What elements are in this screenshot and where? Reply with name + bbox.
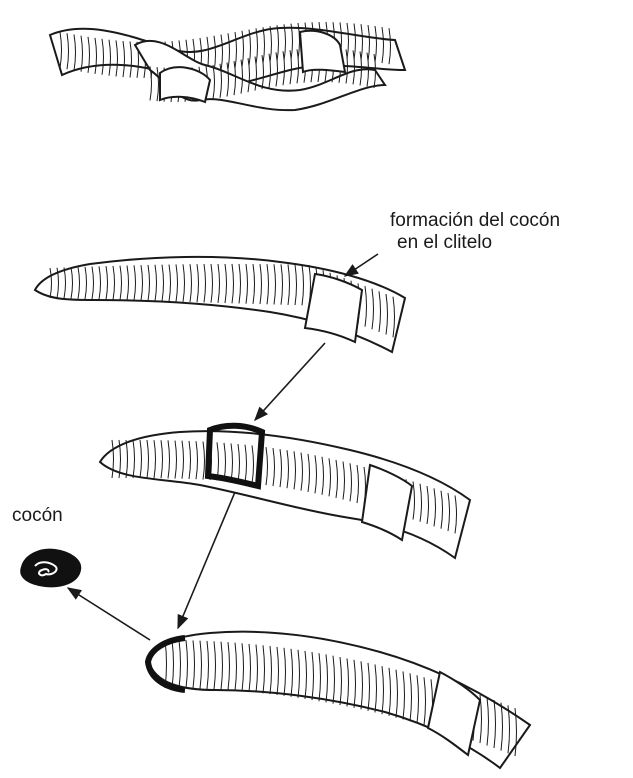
mating-clitellum-a — [160, 67, 210, 102]
worm-stage-2 — [100, 426, 470, 558]
arrow-stage-1-to-2 — [255, 343, 325, 420]
worm-stage-1 — [35, 257, 405, 352]
label-cocoon-formation-line2: en el clitelo — [397, 232, 492, 254]
mating-worms — [50, 22, 405, 110]
arrow-to-cocoon — [68, 588, 150, 640]
cocoon-shape — [21, 550, 80, 587]
label-cocoon-formation-line1: formación del cocón — [390, 210, 560, 232]
worm-stage-3 — [148, 632, 530, 768]
label-cocoon: cocón — [12, 505, 63, 527]
arrow-to-clitellum — [345, 254, 378, 276]
cocoon — [21, 550, 80, 587]
arrow-stage-2-to-3 — [178, 492, 235, 628]
